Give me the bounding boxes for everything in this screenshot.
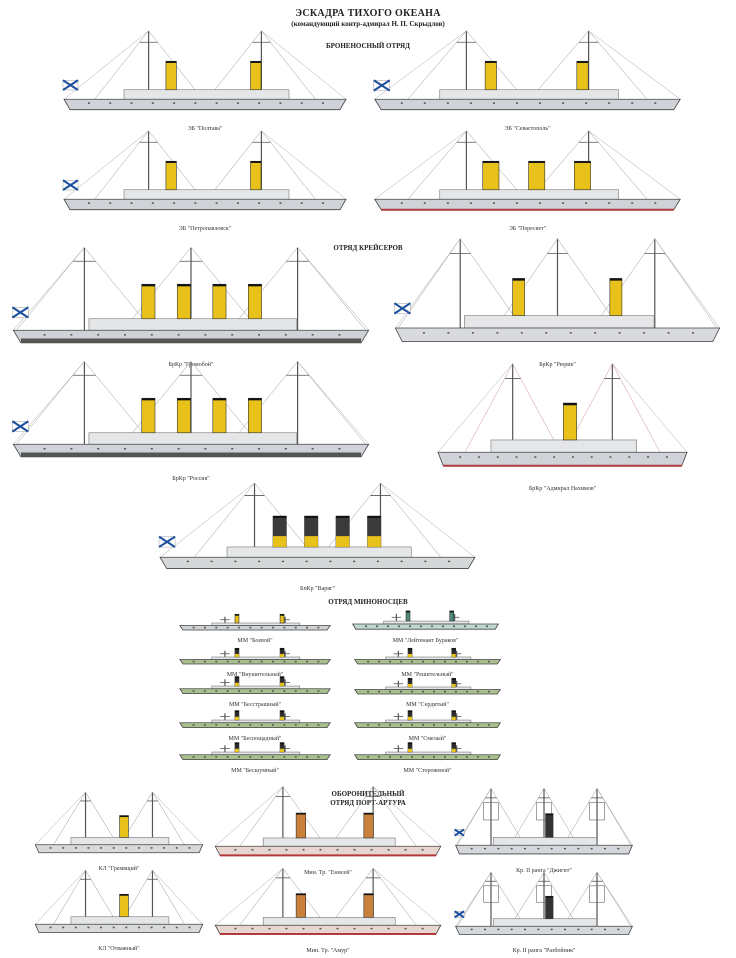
ship-drawing: [373, 30, 681, 111]
ship-drawing: [454, 788, 633, 855]
section-defense: ОБОРОНИТЕЛЬНЫЙ ОТРЯД ПОРТ-АРТУРА: [278, 790, 458, 808]
ship-caption: Кр. II ранга "Разбойник": [512, 948, 576, 954]
ship-drawing: [179, 613, 331, 631]
ship-caption: ММ "Беспощадный": [228, 736, 282, 742]
ship-caption: КЛ "Гремящий": [98, 866, 140, 872]
ship-drawing: [62, 130, 347, 211]
ship-reshitelny: ММ "Решительный": [350, 644, 505, 678]
ship-caption: БпКр "Варяг": [300, 586, 335, 592]
page-subtitle: (командующий контр-адмирал Н. П. Скрыдло…: [291, 20, 445, 28]
ship-burakov: ММ "Лейтенант Бураков": [348, 606, 503, 644]
ship-serdity: ММ "Сердитый": [350, 674, 505, 708]
ship-drawing: [437, 363, 688, 467]
ship-storozhevoy: ММ "Сторожевой": [350, 738, 505, 774]
ship-caption: ММ "Боевой": [237, 638, 273, 644]
ship-caption: ММ "Решительный": [401, 672, 454, 678]
ship-drawing: [214, 868, 442, 935]
ship-caption: БрКр "Рюрик": [539, 362, 576, 368]
ship-drawing: [179, 710, 331, 729]
ship-caption: ММ "Внушительный": [226, 672, 284, 678]
ship-drawing: [158, 482, 476, 569]
ship-besposhchadny: ММ "Беспощадный": [175, 706, 335, 742]
ship-drawing: [214, 786, 442, 857]
ship-besstrashny: ММ "Бесстрашный": [175, 672, 335, 708]
ship-caption: ММ "Сторожевой": [403, 768, 452, 774]
ship-caption: Мин. Тр. "Енисей": [304, 870, 352, 876]
ship-caption: ММ "Лейтенант Бураков": [392, 638, 459, 644]
ship-drawing: [179, 647, 331, 665]
ship-drawing: [34, 870, 204, 933]
page-title: ЭСКАДРА ТИХОГО ОКЕАНА: [295, 8, 441, 19]
ship-drawing: [454, 872, 633, 935]
ship-razboinik: Кр. II ранга "Разбойник": [450, 870, 638, 954]
section-defense-line2: ОТРЯД ПОРТ-АРТУРА: [330, 799, 406, 807]
ship-caption: ММ "Смелый": [408, 736, 447, 742]
ship-gromoboy: БрКр "Громобой": [2, 244, 380, 368]
ship-caption: ЭБ "Петропавловск": [178, 226, 232, 232]
ship-sevastopol: ЭБ "Севастополь": [365, 28, 690, 132]
ship-drawing: [353, 647, 502, 665]
ship-varyag: БпКр "Варяг": [150, 480, 485, 592]
ship-drawing: [393, 238, 721, 343]
ship-drawing: [353, 677, 502, 695]
ship-drawing: [11, 361, 370, 458]
section-cruisers: ОТРЯД КРЕЙСЕРОВ: [333, 244, 403, 252]
ship-petropavlovsk: ЭБ "Петропавловск": [55, 128, 355, 232]
ship-rossia: БрКр "Россия": [2, 358, 380, 482]
section-destroyers: ОТРЯД МИНОНОСЦЕВ: [328, 598, 408, 606]
ship-drawing: [374, 130, 681, 211]
ship-caption: ЭБ "Полтава": [187, 126, 223, 132]
ship-drawing: [179, 742, 331, 761]
ship-amur: Мин. Тр. "Амур": [208, 866, 448, 954]
ship-vnushitelny: ММ "Внушительный": [175, 644, 335, 678]
ship-peresvet: ЭБ "Пересвет": [365, 128, 690, 232]
ship-otvazhny: КЛ "Отважный": [30, 868, 208, 952]
section-battleships: БРОНЕНОСНЫЙ ОТРЯД: [326, 42, 410, 50]
ship-caption: ЭБ "Пересвет": [508, 226, 547, 232]
ship-drawing: [353, 710, 502, 729]
ship-rurik: БрКр "Рюрик": [385, 235, 730, 368]
ship-boevoy: ММ "Боевой": [175, 610, 335, 644]
ship-smely: ММ "Смелый": [350, 706, 505, 742]
ship-drawing: [34, 792, 204, 854]
ship-drawing: [179, 676, 331, 695]
ship-caption: Кр. II ранга "Джигит": [516, 868, 572, 874]
ship-caption: КЛ "Отважный": [98, 946, 140, 952]
ship-yenisei: Мин. Тр. "Енисей": [208, 784, 448, 876]
ship-caption: БрКр "Россия": [172, 476, 210, 482]
ship-caption: БрКр "Адмирал Нахимов": [528, 486, 597, 492]
ship-gremyashchy: КЛ "Гремящий": [30, 790, 208, 872]
ship-drawing: [351, 610, 500, 630]
ship-caption: ММ "Бесшумный": [231, 768, 279, 774]
ship-drawing: [11, 247, 370, 344]
ship-bessshumny: ММ "Бесшумный": [175, 738, 335, 774]
ship-poltava: ЭБ "Полтава": [55, 28, 355, 132]
ship-drawing: [62, 30, 347, 111]
ship-nakhimov: БрКр "Адмирал Нахимов": [430, 360, 695, 492]
ship-caption: Мин. Тр. "Амур": [306, 948, 350, 954]
ship-caption: ММ "Бесстрашный": [228, 702, 282, 708]
ship-caption: ЭБ "Севастополь": [504, 126, 551, 132]
ship-caption: ММ "Сердитый": [406, 702, 449, 708]
ship-dzhigit: Кр. II ранга "Джигит": [450, 786, 638, 874]
ship-drawing: [353, 742, 502, 761]
section-defense-line1: ОБОРОНИТЕЛЬНЫЙ: [331, 790, 405, 798]
